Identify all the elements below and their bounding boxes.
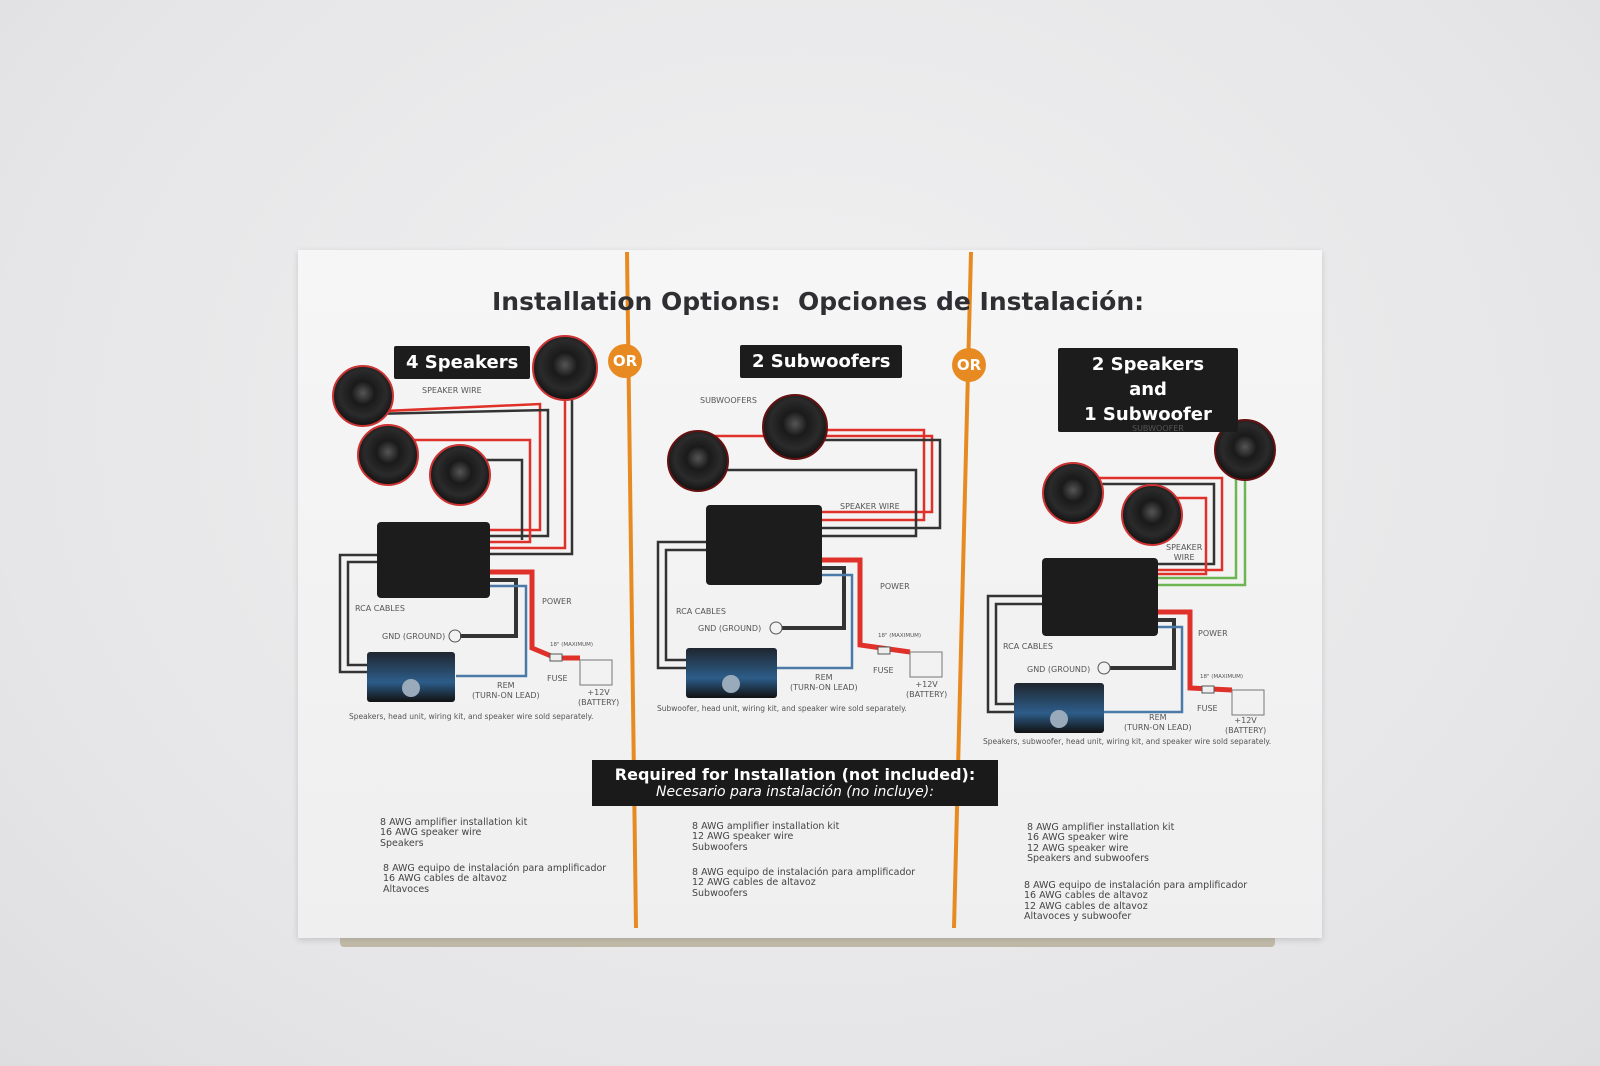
amplifier-icon [1042, 558, 1158, 636]
panel-heading-2-subwoofers: 2 Subwoofers [740, 345, 903, 379]
label-fuse: FUSE [1197, 704, 1218, 713]
speaker-icon [1121, 484, 1183, 546]
speaker-icon [429, 444, 491, 506]
label-maximum: 18" (MAXIMUM) [1200, 674, 1243, 680]
label-rca: RCA CABLES [676, 607, 726, 616]
head-unit-icon [1014, 683, 1104, 733]
volume-knob-icon [722, 675, 740, 693]
label-subwoofers: SUBWOOFERS [700, 396, 757, 405]
label-speaker-wire: SPEAKER WIRE [422, 386, 482, 395]
panel-note: Subwoofer, head unit, wiring kit, and sp… [657, 704, 907, 713]
label-battery: +12V(BATTERY) [906, 680, 948, 699]
battery-icon [579, 659, 613, 686]
label-power: POWER [880, 582, 910, 591]
page-title: Installation Options: Opciones de Instal… [492, 287, 1144, 316]
title-es: Opciones de Instalación: [797, 287, 1145, 316]
volume-knob-icon [402, 679, 420, 697]
ground-icon [448, 629, 462, 643]
subwoofer-icon [762, 394, 828, 460]
head-unit-icon [367, 652, 455, 702]
subwoofer-icon [1214, 419, 1276, 481]
label-rca: RCA CABLES [355, 604, 405, 613]
label-rem: REM(TURN-ON LEAD) [1124, 713, 1192, 732]
panel-heading-4-speakers: 4 Speakers [394, 346, 531, 380]
label-gnd: GND (GROUND) [1027, 665, 1091, 674]
label-maximum: 18" (MAXIMUM) [550, 642, 593, 648]
label-rca: RCA CABLES [1003, 642, 1053, 651]
subwoofer-icon [667, 430, 729, 492]
head-unit-icon [686, 648, 777, 698]
battery-icon [909, 651, 943, 678]
required-banner: Required for Installation (not included)… [592, 760, 998, 806]
label-gnd: GND (GROUND) [382, 632, 446, 641]
label-rem: REM(TURN-ON LEAD) [472, 681, 540, 700]
title-en: Installation Options: [492, 287, 781, 316]
label-fuse: FUSE [873, 666, 894, 675]
label-subwoofer: SUBWOOFER [1132, 424, 1184, 433]
panel-note: Speakers, subwoofer, head unit, wiring k… [983, 737, 1272, 746]
required-list-es: 8 AWG equipo de instalación para amplifi… [383, 863, 607, 895]
speaker-icon [1042, 462, 1104, 524]
required-title-en: Required for Installation (not included)… [614, 765, 976, 784]
label-rem: REM(TURN-ON LEAD) [790, 673, 858, 692]
label-fuse: FUSE [547, 674, 568, 683]
label-power: POWER [1198, 629, 1228, 638]
label-power: POWER [542, 597, 572, 606]
amplifier-icon [706, 505, 822, 585]
volume-knob-icon [1050, 710, 1068, 728]
label-speaker-wire: SPEAKER WIRE [840, 502, 900, 511]
speaker-icon [332, 365, 394, 427]
panel-note: Speakers, head unit, wiring kit, and spe… [349, 712, 594, 721]
speaker-icon [357, 424, 419, 486]
label-battery: +12V(BATTERY) [578, 688, 620, 707]
speaker-icons [332, 335, 1276, 546]
label-battery: +12V(BATTERY) [1225, 716, 1267, 735]
label-gnd: GND (GROUND) [698, 624, 762, 633]
fuse-icon [549, 653, 563, 662]
ground-icon [769, 621, 783, 635]
required-list-es: 8 AWG equipo de instalación para amplifi… [1024, 880, 1248, 923]
required-title-es: Necesario para instalación (no incluye): [656, 784, 934, 800]
battery-icon [1231, 689, 1265, 716]
required-list-es: 8 AWG equipo de instalación para amplifi… [692, 867, 916, 899]
fuse-icon [1201, 685, 1215, 694]
ground-icon [1097, 661, 1111, 675]
speaker-icon [532, 335, 598, 401]
or-badge: OR [608, 344, 642, 378]
or-badge: OR [952, 348, 986, 382]
amplifier-icon [377, 522, 490, 598]
fuse-icon [877, 646, 891, 655]
label-maximum: 18" (MAXIMUM) [878, 633, 921, 639]
